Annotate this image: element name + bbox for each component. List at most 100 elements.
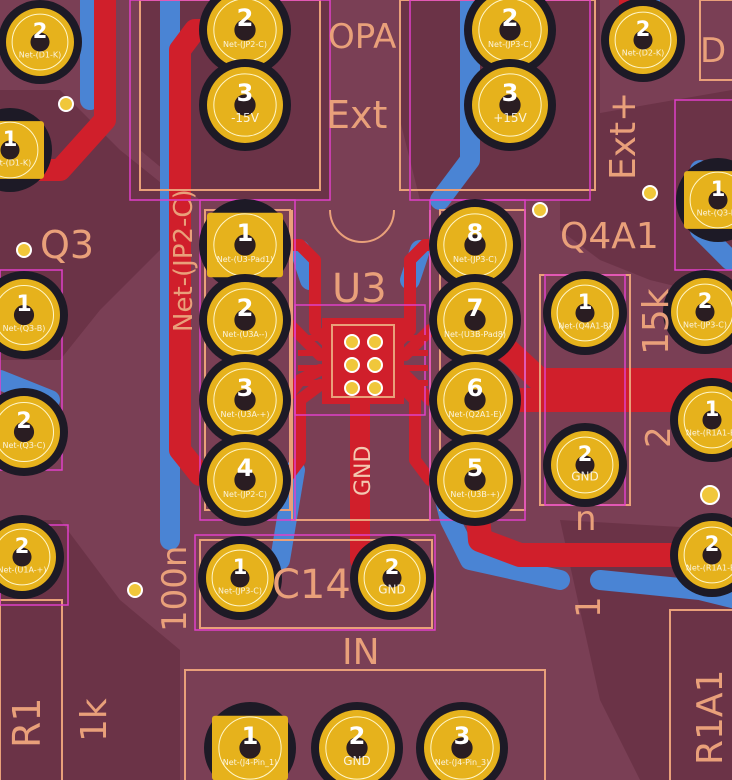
pad-ring xyxy=(213,368,277,432)
pad-number: 1 xyxy=(16,292,31,317)
pad-net-name: Net-(J4-Pin_3) xyxy=(435,758,490,767)
pad-ring xyxy=(0,121,39,179)
pad-number: 2 xyxy=(237,4,254,32)
pad-drill xyxy=(234,469,256,491)
pad-number: 3 xyxy=(502,79,519,107)
label-in: IN xyxy=(342,632,380,673)
pad-net-name: Net-(Q4A1-B) xyxy=(558,321,611,330)
pad-net-name: Net-(Q3-B) xyxy=(697,208,732,217)
pad-number: 2 xyxy=(698,289,713,313)
pad-drill xyxy=(234,234,256,256)
label-r1-value: 1k xyxy=(74,698,115,742)
pad-drill xyxy=(12,547,32,567)
pad-jp2-3: 3-15V xyxy=(199,59,291,151)
u3-centre-pad xyxy=(322,318,404,404)
pad-drill xyxy=(234,389,256,411)
pad-ring xyxy=(676,283,732,341)
pad-drill xyxy=(13,421,35,443)
label-15k: 15k xyxy=(636,288,677,355)
pad-drill xyxy=(464,389,486,411)
pad-ring xyxy=(213,448,277,512)
label-q3: Q3 xyxy=(40,223,94,267)
pad-drill xyxy=(464,234,486,256)
pad-net-name: Net-(JP3-C) xyxy=(218,586,262,595)
pad-net-name: Net-(U3-Pad1) xyxy=(217,255,274,264)
pad-net-name: Net-(U1A-+) xyxy=(0,565,47,574)
pad-drill xyxy=(13,304,35,326)
pad-ring xyxy=(325,716,389,780)
label-d-partial: D xyxy=(700,31,726,71)
pad-number: 1 xyxy=(711,177,726,201)
pad-drill xyxy=(0,140,20,160)
pad-number: 2 xyxy=(349,722,366,750)
pad-drill xyxy=(346,737,368,759)
pad-net-name: Net-(JP3-C) xyxy=(683,320,727,329)
pad-net-name: Net-(JP2-C) xyxy=(223,490,267,499)
pad-drill xyxy=(30,32,50,52)
label-ext: Ext xyxy=(326,93,387,137)
pad-ring xyxy=(213,73,277,137)
pad-ring xyxy=(0,284,55,346)
pad-ring xyxy=(556,436,614,494)
pad-copper xyxy=(0,121,44,179)
pad-net-name: Net-(R1A1-E) xyxy=(686,563,732,572)
pad-ring xyxy=(363,549,421,607)
label-c14: C14 xyxy=(272,562,351,608)
pad-drill xyxy=(575,303,595,323)
pad-number: 4 xyxy=(237,454,254,482)
pad-jp3-3: 3+15V xyxy=(464,59,556,151)
pad-number: 3 xyxy=(237,79,254,107)
label-ext-plus: Ext+ xyxy=(603,92,644,180)
pad-number: 2 xyxy=(385,555,400,579)
pad-number: 2 xyxy=(15,534,30,558)
pad-number: 7 xyxy=(467,294,484,322)
pad-ring xyxy=(0,528,51,586)
pad-net-name: GND xyxy=(571,469,599,483)
pad-drill xyxy=(234,309,256,331)
pad-ring xyxy=(556,284,614,342)
pad-number: 1 xyxy=(233,555,248,579)
pad-drill xyxy=(575,455,595,475)
pad-drill xyxy=(234,19,256,41)
pad-net-name: Net-(Q2A1-E) xyxy=(448,410,501,419)
pad-drill xyxy=(464,469,486,491)
label-r1: R1 xyxy=(5,697,49,748)
pad-number: 2 xyxy=(237,294,254,322)
pad-ring xyxy=(683,526,732,584)
pad-net-name: Net-(D2-K) xyxy=(622,48,665,57)
pad-number: 2 xyxy=(502,4,519,32)
label-net-jp2c: Net-(JP2-C) xyxy=(169,189,199,332)
pad-ring xyxy=(614,11,672,69)
pad-ring xyxy=(430,716,494,780)
pad-number: 2 xyxy=(705,532,720,556)
pad-drill xyxy=(695,302,715,322)
label-c-value: 100n xyxy=(155,546,195,632)
pad-drill xyxy=(702,545,722,565)
pad-drill xyxy=(382,568,402,588)
pad-ring xyxy=(11,13,69,71)
pad-ring xyxy=(443,368,507,432)
pad-net-name: Net-(JP3-C) xyxy=(453,255,497,264)
pad-net-name: Net-(U3B-Pad8) xyxy=(444,330,506,339)
pad-ring xyxy=(218,716,282,780)
vias xyxy=(16,96,720,598)
pad-net-name: Net-(Q3-B) xyxy=(3,324,46,333)
